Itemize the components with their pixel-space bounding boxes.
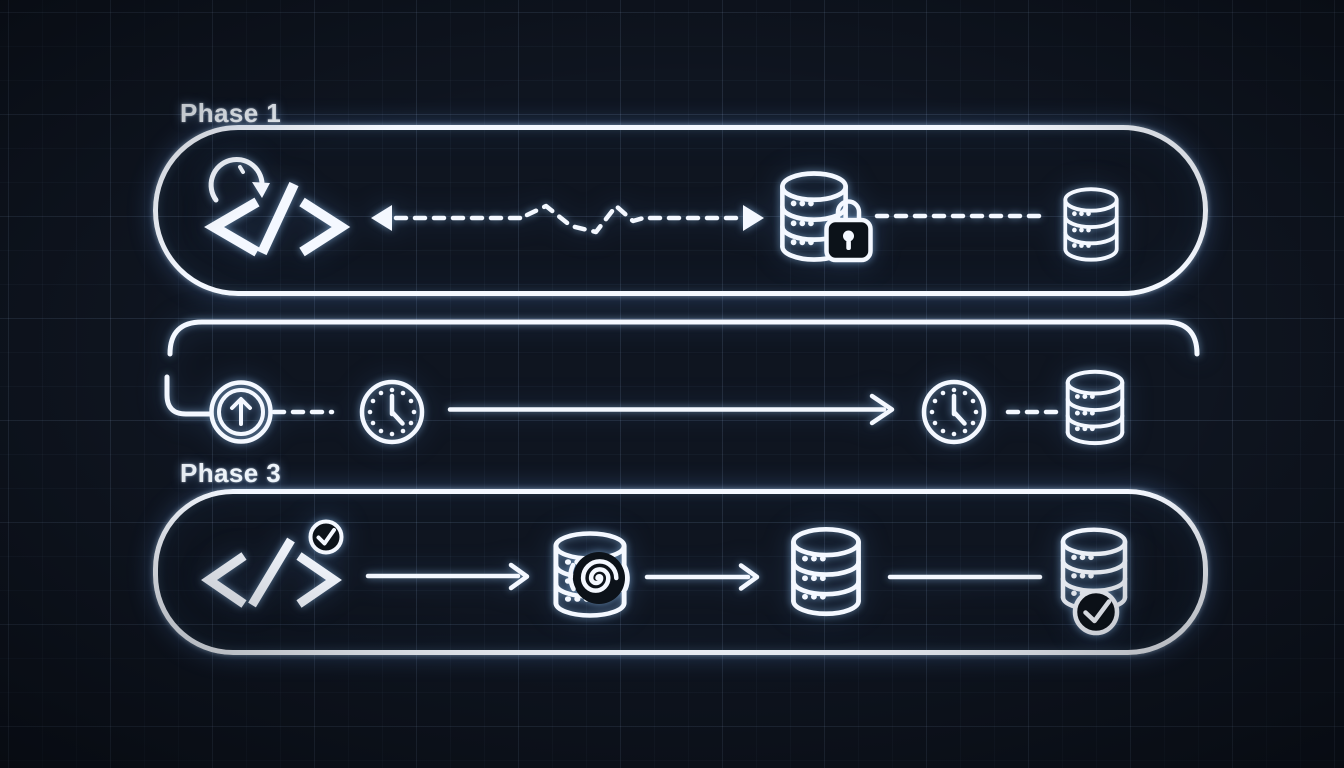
clock-icon: [924, 382, 984, 442]
long-arrow-connector: [447, 393, 895, 426]
clock-icon: [362, 382, 422, 442]
code-refresh-icon: [204, 156, 351, 257]
upload-circle-icon: [209, 380, 273, 444]
database-icon: [793, 529, 858, 613]
phase-2-outline: [164, 319, 1200, 417]
database-check-icon: [1063, 530, 1125, 636]
secure-database-lock-icon: [782, 173, 873, 263]
double-dashed-arrow-interference: [371, 203, 764, 235]
arrow-connector: [365, 562, 530, 591]
database-icon: [1063, 187, 1119, 262]
code-check-icon: [201, 519, 344, 608]
database-sync-icon: [556, 534, 630, 616]
database-icon: [1065, 369, 1125, 446]
arrow-connector: [644, 563, 760, 591]
